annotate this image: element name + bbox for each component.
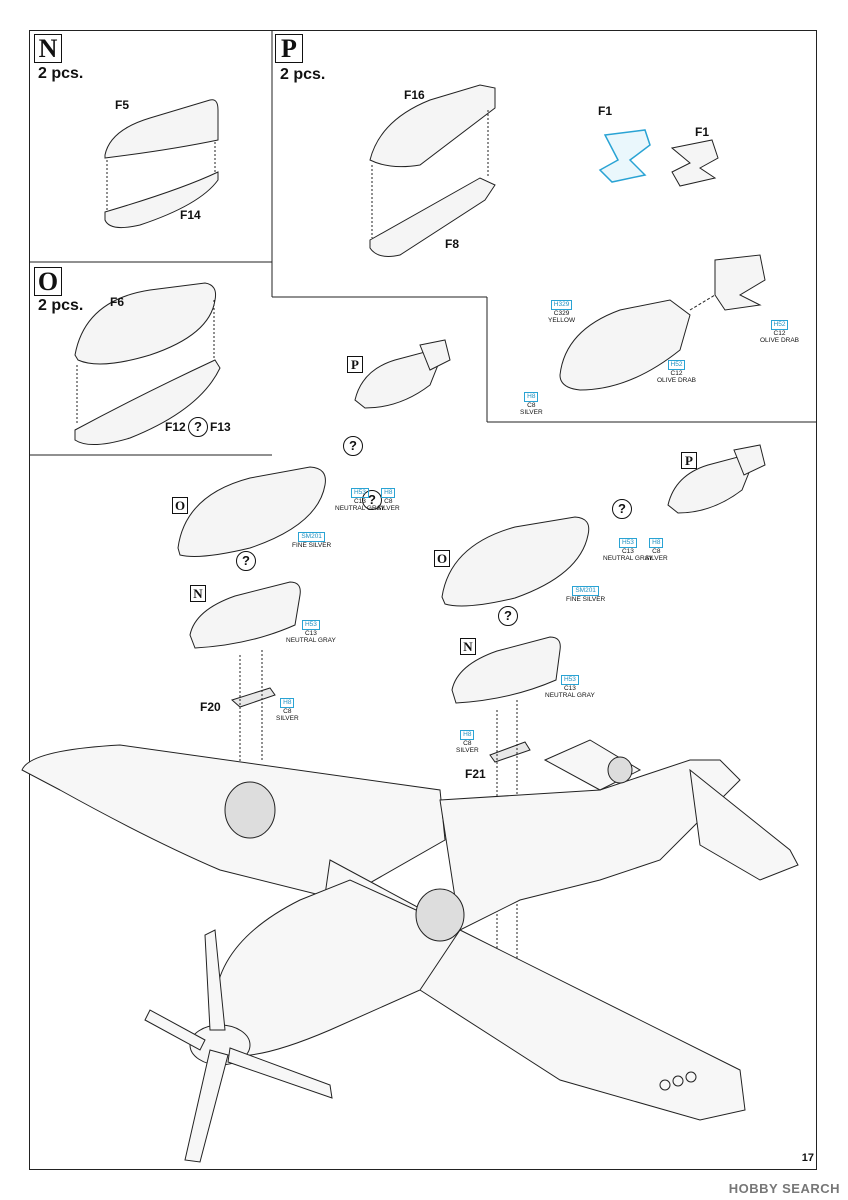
tank-o-assembled-1 — [177, 466, 326, 557]
part-label-f6: F6 — [110, 295, 125, 309]
part-label-f14: F14 — [180, 208, 201, 222]
bomb-p-top — [369, 84, 496, 168]
bomb-p-bottom — [369, 177, 496, 257]
watermark: HOBBY SEARCH — [728, 1181, 840, 1196]
section-letter-p: P — [275, 34, 303, 63]
part-label-f21: F21 — [465, 767, 486, 781]
question-mark-icon: ? — [188, 417, 208, 437]
quantity-o: 2 pcs. — [38, 297, 84, 314]
section-letter-o-small-1: O — [172, 497, 188, 514]
bomb-small-2 — [667, 456, 753, 514]
question-mark-icon: ? — [236, 551, 256, 571]
question-mark-icon: ? — [343, 436, 363, 456]
section-letter-n: N — [34, 34, 62, 63]
fin-assembled-large — [714, 254, 766, 311]
mount-f21 — [489, 741, 531, 763]
quantity-n: 2 pcs. — [38, 65, 84, 82]
tank-n-top — [104, 99, 219, 159]
mount-f20 — [231, 687, 276, 708]
section-letter-n-small-2: N — [460, 638, 476, 655]
tank-n-assembled-2 — [451, 636, 561, 704]
tank-o-top — [74, 282, 216, 365]
aircraft-outline — [21, 739, 799, 1163]
fin-f1 — [670, 139, 719, 187]
part-label-f5: F5 — [115, 98, 130, 112]
section-letter-o: O — [34, 267, 62, 296]
part-label-f13: F13 — [210, 420, 231, 434]
question-mark-icon: ? — [612, 499, 632, 519]
question-mark-icon: ? — [362, 490, 382, 510]
bomb-assembled-large — [559, 299, 691, 391]
question-mark-icon: ? — [498, 606, 518, 626]
tank-o-bottom — [74, 359, 221, 445]
section-letter-p-small-1: P — [347, 356, 363, 373]
fin-f1-highlight — [598, 129, 651, 183]
bomb-small-1 — [354, 351, 441, 409]
part-label-f8: F8 — [445, 237, 460, 251]
part-label-f20: F20 — [200, 700, 221, 714]
section-letter-n-small-1: N — [190, 585, 206, 602]
section-letter-p-small-2: P — [681, 452, 697, 469]
section-letter-o-small-2: O — [434, 550, 450, 567]
quantity-p: 2 pcs. — [280, 66, 326, 83]
tank-o-assembled-2 — [441, 516, 590, 607]
part-label-f1-b: F1 — [695, 125, 710, 139]
part-label-f1-a: F1 — [598, 104, 613, 118]
tank-n-assembled-1 — [189, 581, 301, 649]
page-number: 17 — [801, 1152, 814, 1164]
part-label-f16: F16 — [404, 88, 425, 102]
page-frame — [29, 30, 817, 1170]
part-label-f12: F12 — [165, 420, 186, 434]
tank-n-bottom — [104, 171, 219, 229]
